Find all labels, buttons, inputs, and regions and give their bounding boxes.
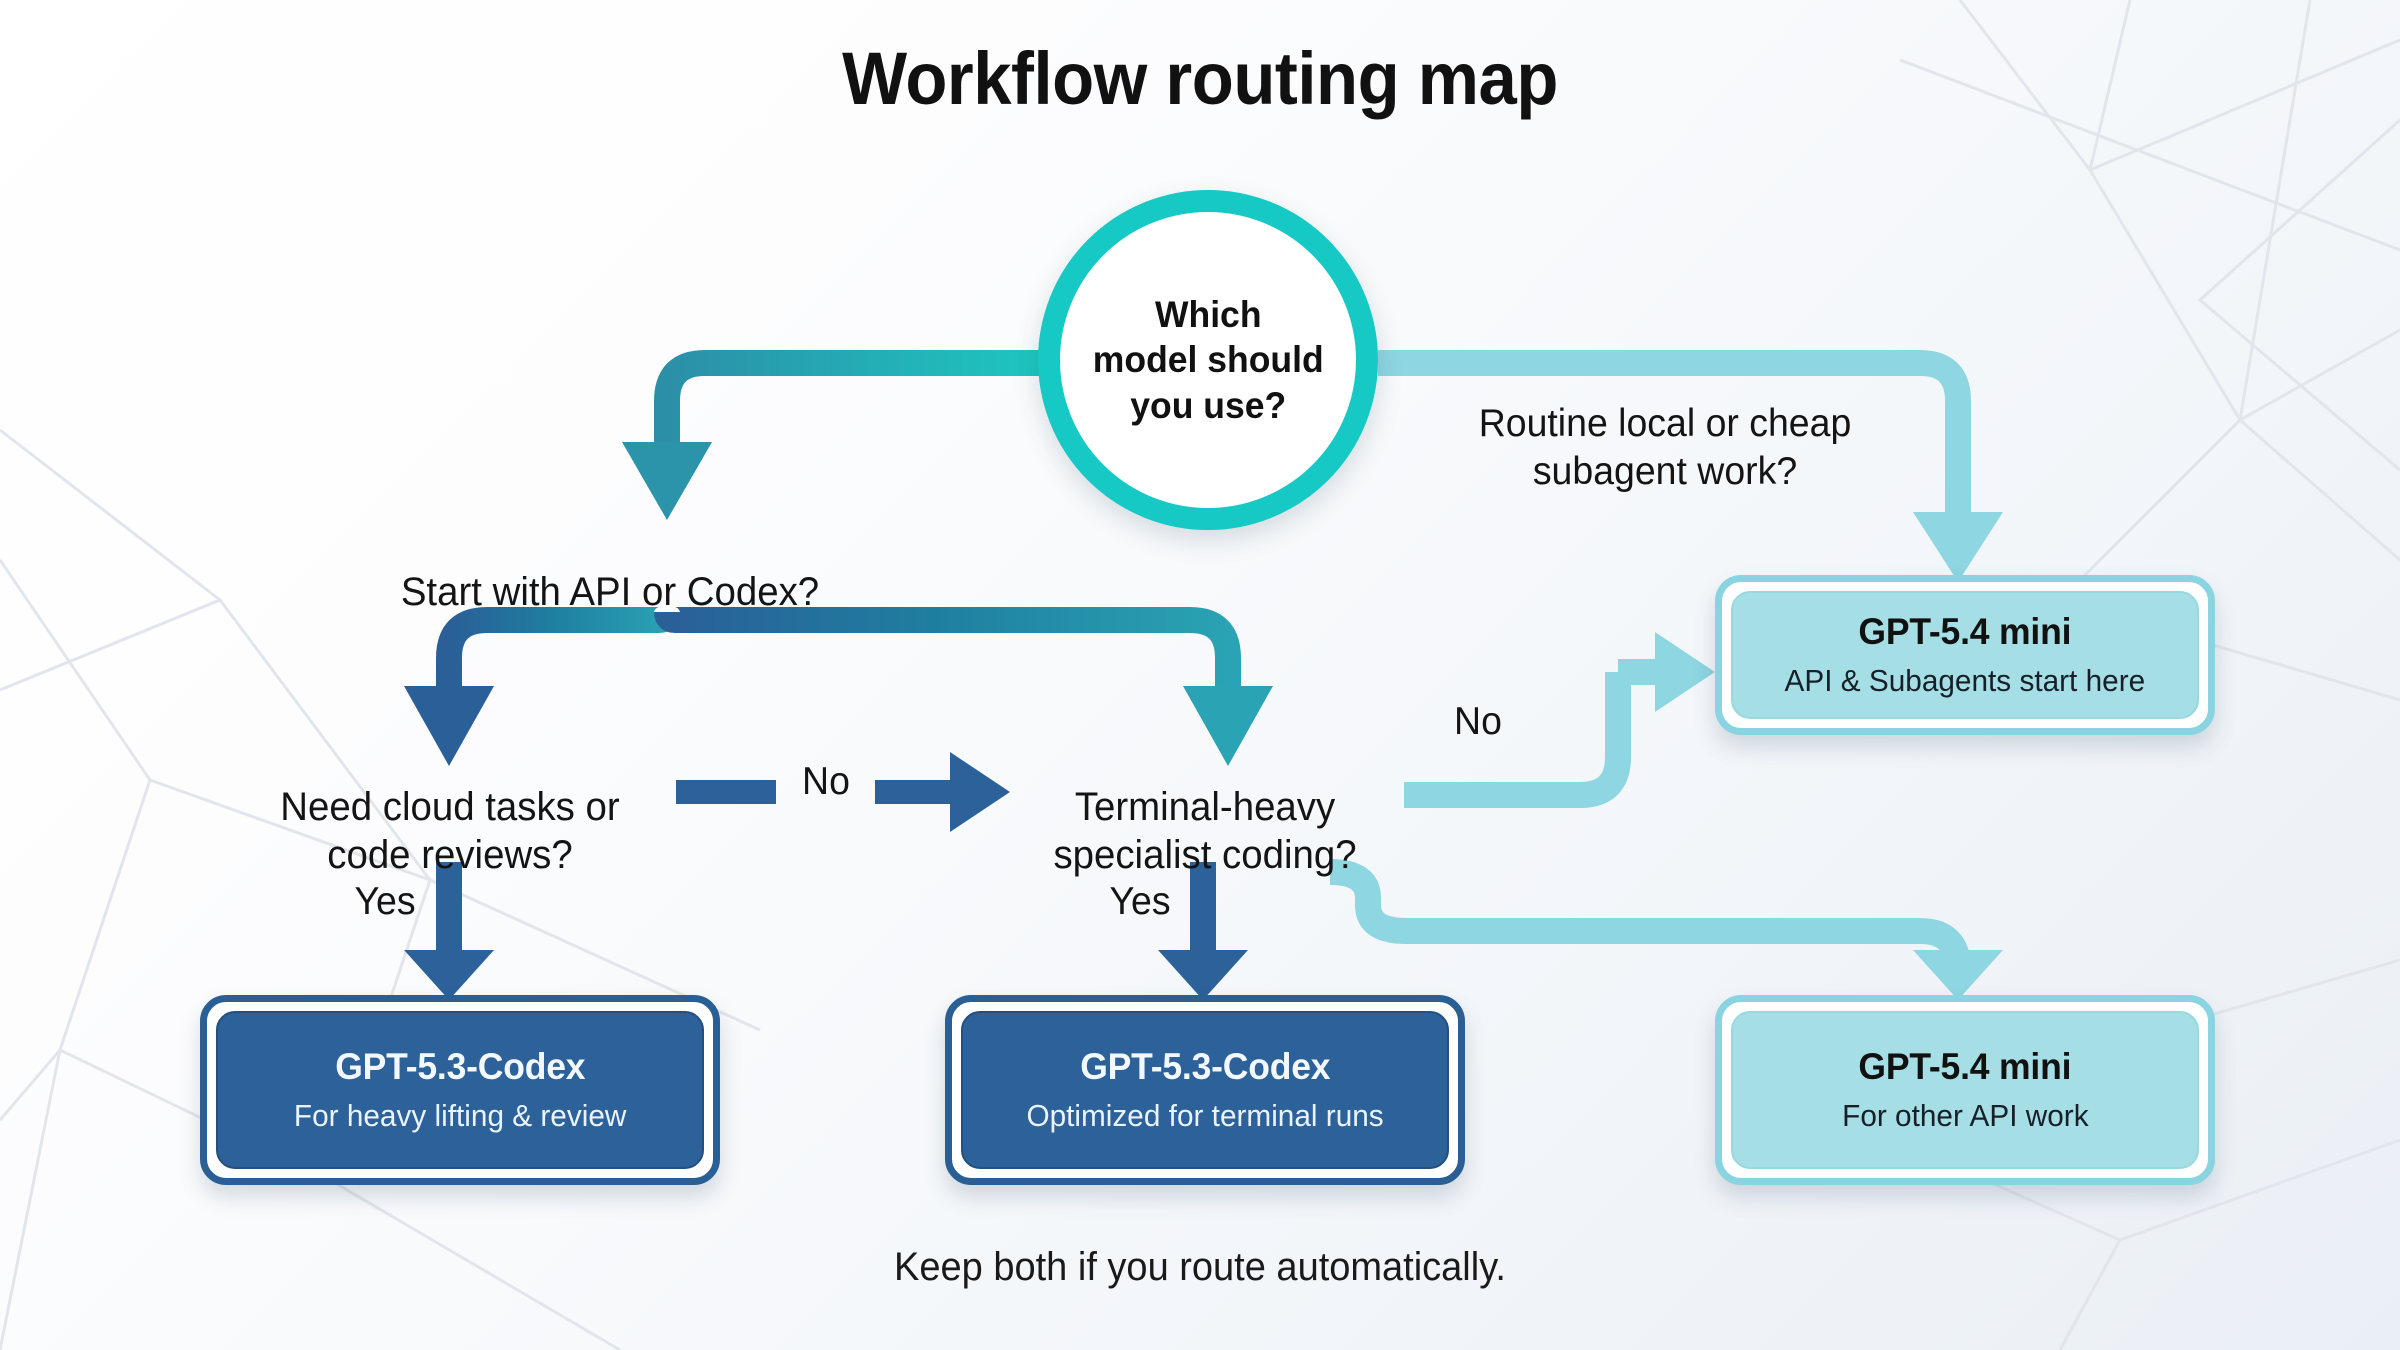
arrowhead-yes-cloud-tasks xyxy=(404,950,494,1000)
edge-label-no-terminal-heavy: No xyxy=(1454,700,1502,743)
decision-label: Need cloud tasks or code reviews? xyxy=(280,785,620,877)
arrowhead-other-api xyxy=(1913,950,2003,1000)
terminal-inner: GPT-5.3-Codex Optimized for terminal run… xyxy=(961,1011,1449,1169)
edge-start-split xyxy=(436,606,1241,690)
root-decision-label: Which model should you use? xyxy=(1092,294,1324,426)
terminal-gpt-54-mini-api-subagents[interactable]: GPT-5.4 mini API & Subagents start here xyxy=(1715,575,2215,735)
arrowhead-no-terminal-heavy xyxy=(1655,632,1715,712)
edge-terminal-heavy-to-other-api xyxy=(1329,859,1971,970)
terminal-subtitle: Optimized for terminal runs xyxy=(1026,1098,1384,1133)
arrowhead-root-left xyxy=(622,442,712,520)
terminal-title: GPT-5.3-Codex xyxy=(334,1046,586,1087)
edge-label-yes-cloud-tasks: Yes xyxy=(354,880,416,923)
terminal-subtitle: For other API work xyxy=(1841,1098,2089,1133)
root-decision-node[interactable]: Which model should you use? xyxy=(1038,190,1378,530)
terminal-subtitle: API & Subagents start here xyxy=(1784,663,2146,698)
decision-label: Start with API or Codex? xyxy=(400,570,820,614)
terminal-inner: GPT-5.3-Codex For heavy lifting & review xyxy=(216,1011,704,1169)
edge-label-routine-local: Routine local or cheap subagent work? xyxy=(1478,402,1852,493)
terminal-gpt-53-codex-heavy-lifting[interactable]: GPT-5.3-Codex For heavy lifting & review xyxy=(200,995,720,1185)
terminal-inner: GPT-5.4 mini API & Subagents start here xyxy=(1731,591,2199,719)
decision-start-with-api-or-codex[interactable]: Start with API or Codex? xyxy=(312,520,907,616)
edge-label-no-cloud-tasks: No xyxy=(802,760,850,803)
arrowhead-root-right xyxy=(1913,512,2003,582)
footer-caption: Keep both if you route automatically. xyxy=(894,1245,1506,1289)
edge-root-to-start-api xyxy=(654,350,1040,447)
terminal-title: GPT-5.3-Codex xyxy=(1079,1046,1331,1087)
terminal-subtitle: For heavy lifting & review xyxy=(293,1098,627,1133)
decision-need-cloud-tasks[interactable]: Need cloud tasks or code reviews? xyxy=(181,735,719,879)
terminal-inner: GPT-5.4 mini For other API work xyxy=(1731,1011,2199,1169)
terminal-title: GPT-5.4 mini xyxy=(1858,611,2072,652)
terminal-title: GPT-5.4 mini xyxy=(1858,1046,2072,1087)
edge-label-yes-terminal-heavy: Yes xyxy=(1109,880,1171,923)
terminal-gpt-53-codex-terminal-runs[interactable]: GPT-5.3-Codex Optimized for terminal run… xyxy=(945,995,1465,1185)
decision-terminal-heavy[interactable]: Terminal-heavy specialist coding? xyxy=(941,735,1469,879)
decision-label: Terminal-heavy specialist coding? xyxy=(1053,785,1357,877)
arrowhead-yes-terminal-heavy xyxy=(1158,950,1248,1000)
page-title: Workflow routing map xyxy=(842,37,1558,120)
terminal-gpt-54-mini-other-api[interactable]: GPT-5.4 mini For other API work xyxy=(1715,995,2215,1185)
